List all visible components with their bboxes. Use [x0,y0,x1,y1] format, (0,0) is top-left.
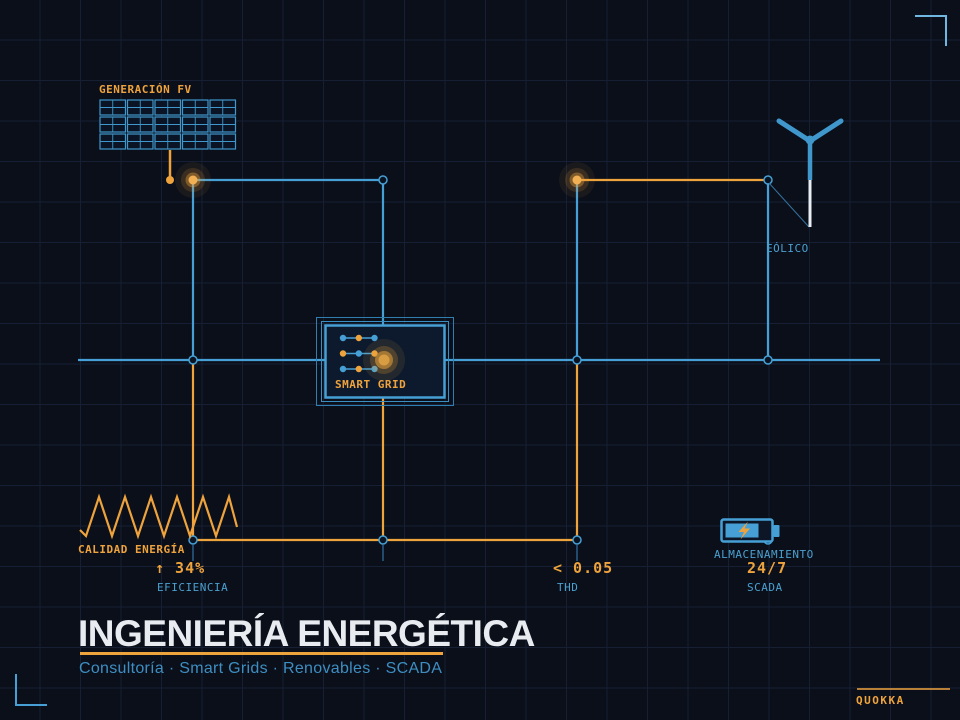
circuit-traces [78,178,880,561]
solar-panel-icon [99,99,237,184]
wind-label: EÓLICO [766,242,809,255]
brand-label: QUOKKA [856,694,905,707]
title-underline [80,652,443,655]
stat-label-thd: THD [557,581,579,594]
stat-label-scada: SCADA [747,581,783,594]
corner-bracket-bottom-left [15,674,47,706]
wind-turbine-icon [768,118,844,228]
power-quality-label: CALIDAD ENERGÍA [78,543,185,556]
battery-icon [720,518,780,543]
waveform-icon [79,493,239,540]
smart-grid-label: SMART GRID [335,378,407,391]
page-title: INGENIERÍA ENERGÉTICA [78,613,535,654]
stat-label-efficiency: EFICIENCIA [157,581,229,594]
stat-value-thd: < 0.05 [553,559,614,577]
glow-node-wind [559,162,595,198]
glow-node-pv [175,162,211,198]
stat-value-efficiency: ↑ 34% [155,559,206,577]
glow-node-smart-grid [363,339,405,381]
corner-bracket-top-right [915,15,947,46]
lightning-bolt-icon [738,521,750,540]
page-subtitle: Consultoría · Smart Grids · Renovables ·… [79,660,443,677]
junction-nodes [188,175,773,545]
storage-label: ALMACENAMIENTO [714,548,814,561]
solar-panel-label: GENERACIÓN FV [99,83,192,96]
smart-grid-network-icon [339,334,378,373]
stat-value-scada: 24/7 [747,559,788,577]
